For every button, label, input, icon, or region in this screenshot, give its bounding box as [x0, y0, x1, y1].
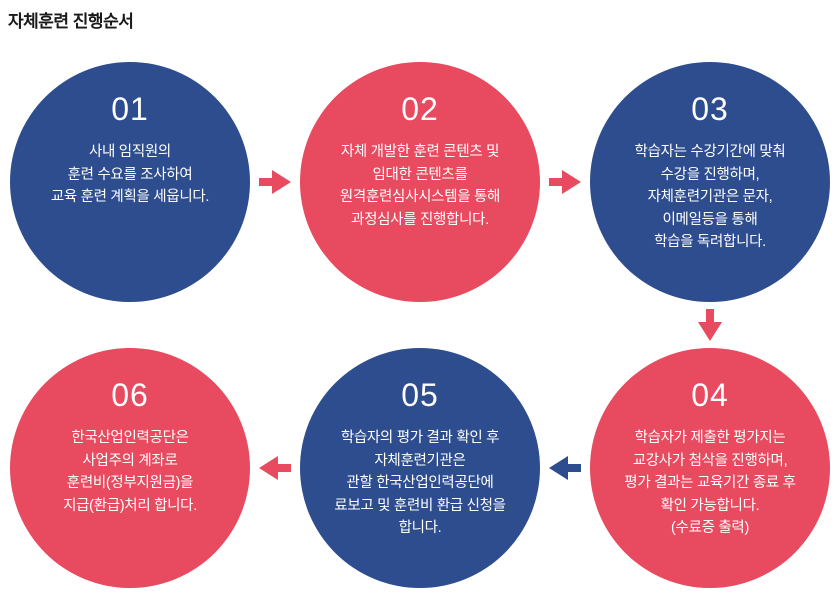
step-number: 04	[691, 377, 729, 413]
step-circle-06: 06 한국산업인력공단은 사업주의 계좌로 훈련비(정부지원금)을 지급(환급)…	[10, 348, 250, 588]
arrow-left-icon	[549, 455, 581, 481]
page-title: 자체훈련 진행순서	[8, 12, 134, 31]
step-number: 02	[401, 91, 439, 127]
arrow-left-icon	[259, 455, 291, 481]
step-circle-02: 02 자체 개발한 훈련 콘텐츠 및 임대한 콘텐츠를 원격훈련심사시스템을 통…	[300, 62, 540, 302]
step-number: 03	[691, 91, 729, 127]
step-circle-01: 01 사내 임직원의 훈련 수요를 조사하여 교육 훈련 계획을 세웁니다.	[10, 62, 250, 302]
step-circle-05: 05 학습자의 평가 결과 확인 후 자체훈련기관은 관할 한국산업인력공단에 …	[300, 348, 540, 588]
arrow-right-icon	[259, 169, 291, 195]
step-number: 05	[401, 377, 439, 413]
step-text: 한국산업인력공단은 사업주의 계좌로 훈련비(정부지원금)을 지급(환급)처리 …	[63, 430, 197, 514]
step-circle-04: 04 학습자가 제출한 평가지는 교강사가 첨삭을 진행하며, 평가 결과는 교…	[590, 348, 830, 588]
arrow-right-icon	[549, 169, 581, 195]
step-circle-03: 03 학습자는 수강기간에 맞춰 수강을 진행하며, 자체훈련기관은 문자, 이…	[590, 62, 830, 302]
step-text: 학습자가 제출한 평가지는 교강사가 첨삭을 진행하며, 평가 결과는 교육기간…	[624, 430, 796, 537]
step-text: 학습자는 수강기간에 맞춰 수강을 진행하며, 자체훈련기관은 문자, 이메일등…	[634, 144, 786, 251]
arrow-down-icon	[697, 309, 723, 341]
step-number: 06	[111, 377, 149, 413]
step-text: 학습자의 평가 결과 확인 후 자체훈련기관은 관할 한국산업인력공단에 료보고…	[334, 430, 506, 537]
step-text: 사내 임직원의 훈련 수요를 조사하여 교육 훈련 계획을 세웁니다.	[50, 144, 210, 206]
step-text: 자체 개발한 훈련 콘텐츠 및 임대한 콘텐츠를 원격훈련심사시스템을 통해 과…	[339, 144, 501, 228]
step-number: 01	[111, 91, 149, 127]
